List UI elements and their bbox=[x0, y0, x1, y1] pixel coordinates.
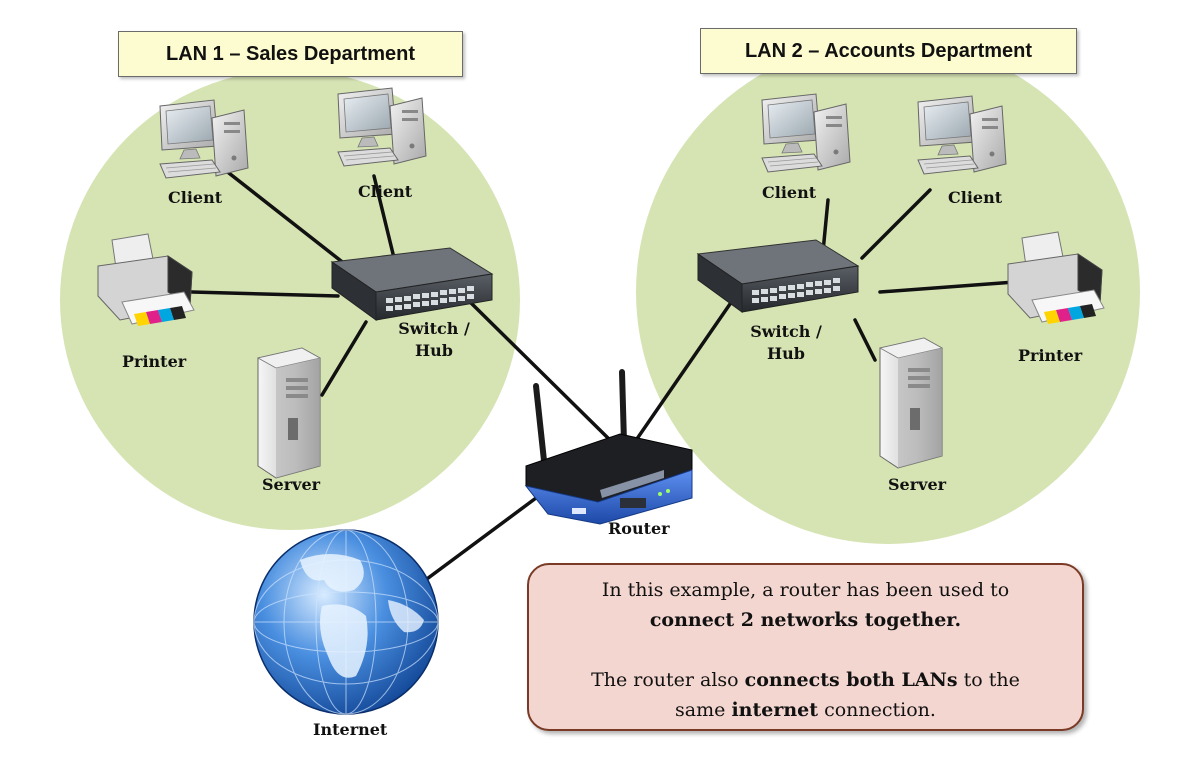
lan2-switch-label-line2: Hub bbox=[767, 344, 805, 363]
router-label: Router bbox=[608, 519, 670, 538]
internet-label: Internet bbox=[313, 720, 388, 739]
lan1-switch-label-line2: Hub bbox=[415, 341, 453, 360]
lan2-title: LAN 2 – Accounts Department bbox=[700, 28, 1077, 74]
callout-line-4-bold: internet bbox=[731, 699, 819, 721]
lan2-client-2-label: Client bbox=[948, 188, 1003, 207]
lan1-client-2-icon bbox=[337, 87, 427, 167]
lan1-client-2-label: Client bbox=[358, 182, 413, 201]
explanation-callout: In this example, a router has been used … bbox=[527, 563, 1084, 731]
lan2-printer-label: Printer bbox=[1018, 346, 1083, 365]
lan1-switch-label: Switch / Hub bbox=[390, 318, 478, 362]
router-icon bbox=[524, 369, 693, 525]
callout-line-2: connect 2 networks together. bbox=[649, 609, 962, 631]
callout-line-4-post: connection. bbox=[818, 699, 936, 721]
lan2-client-1-label: Client bbox=[762, 183, 817, 202]
lan2-switch-label-line1: Switch / bbox=[750, 322, 822, 341]
callout-line-1: In this example, a router has been used … bbox=[601, 579, 1010, 601]
lan1-switch-label-line1: Switch / bbox=[398, 319, 470, 338]
lan1-zone bbox=[60, 70, 520, 530]
lan2-server-label: Server bbox=[888, 475, 947, 494]
callout-line-3-post: to the bbox=[957, 669, 1020, 691]
lan2-switch-label: Switch / Hub bbox=[742, 321, 830, 365]
callout-line-3-bold: connects both LANs bbox=[744, 669, 958, 691]
lan1-title: LAN 1 – Sales Department bbox=[118, 31, 463, 77]
callout-line-3-pre: The router also bbox=[591, 669, 745, 691]
callout-line-4-pre: same bbox=[675, 699, 732, 721]
lan2-server-icon bbox=[879, 337, 943, 469]
lan1-printer-label: Printer bbox=[122, 352, 187, 371]
network-cables bbox=[190, 168, 1017, 592]
lan1-client-1-label: Client bbox=[168, 188, 223, 207]
internet-globe-icon bbox=[253, 529, 439, 715]
lan1-server-icon bbox=[257, 347, 321, 479]
lan1-server-label: Server bbox=[262, 475, 321, 494]
